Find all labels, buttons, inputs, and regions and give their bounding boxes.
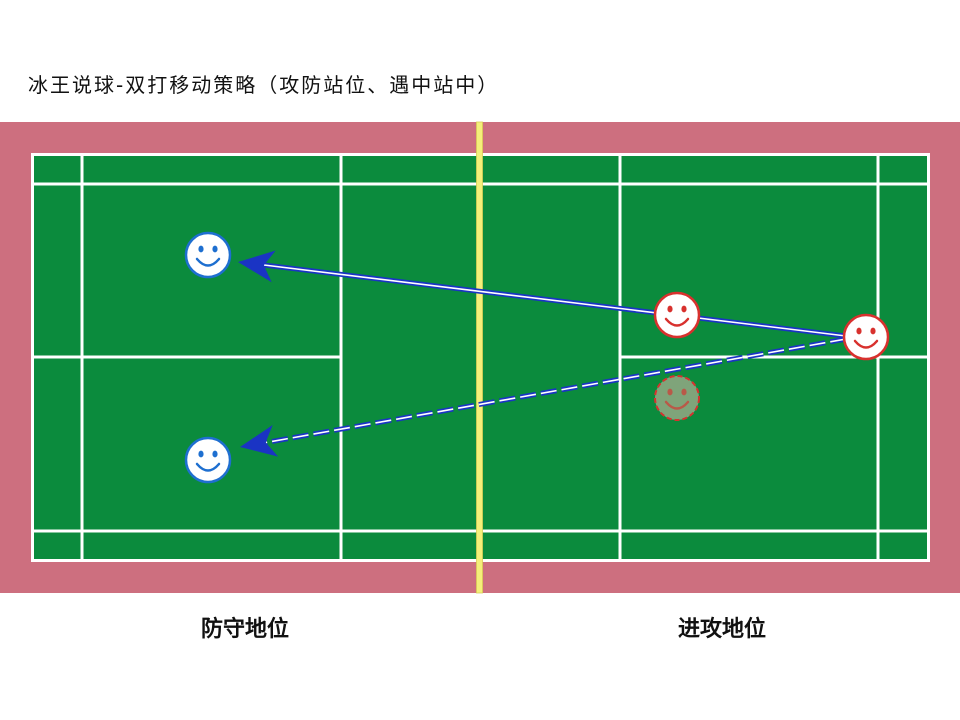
smiley-right-eye	[212, 245, 218, 253]
smiley-mouth	[195, 257, 221, 267]
diagram-title: 冰王说球-双打移动策略（攻防站位、遇中站中）	[28, 73, 500, 97]
smiley-face-outline	[653, 291, 701, 339]
defense-position-label: 防守地位	[200, 617, 289, 642]
smiley-right-eye	[681, 388, 687, 396]
defense-player-top-smiley-icon	[184, 231, 232, 279]
smiley-face-outline	[184, 436, 232, 484]
arrow-icon	[240, 425, 279, 457]
smiley-face-outline	[184, 231, 232, 279]
smiley-left-eye	[667, 388, 673, 396]
smiley-face-outline	[842, 313, 890, 361]
smiley-right-eye	[212, 450, 218, 458]
arrow-icon	[238, 250, 276, 283]
attack-player-back-smiley-icon	[842, 313, 890, 361]
smiley-left-eye	[198, 245, 204, 253]
smiley-mouth	[853, 339, 879, 349]
smiley-left-eye	[667, 305, 673, 313]
smiley-face-outline	[654, 375, 700, 421]
smiley-left-eye	[856, 327, 862, 335]
arrow-shaft-inner	[265, 338, 847, 444]
smiley-mouth	[195, 462, 221, 472]
movement-arrow-solid	[238, 250, 847, 339]
net-line	[476, 121, 483, 594]
attack-player-front-smiley-icon	[653, 291, 701, 339]
smiley-mouth	[664, 317, 690, 327]
arrow-shaft-inner	[263, 264, 847, 337]
attack-player-former-position-smiley-icon	[654, 375, 700, 421]
smiley-right-eye	[681, 305, 687, 313]
smiley-right-eye	[870, 327, 876, 335]
defense-player-bottom-smiley-icon	[184, 436, 232, 484]
movement-arrow-dashed	[240, 336, 847, 457]
smiley-left-eye	[198, 450, 204, 458]
smiley-mouth	[664, 400, 690, 410]
attack-position-label: 进攻地位	[677, 617, 766, 642]
